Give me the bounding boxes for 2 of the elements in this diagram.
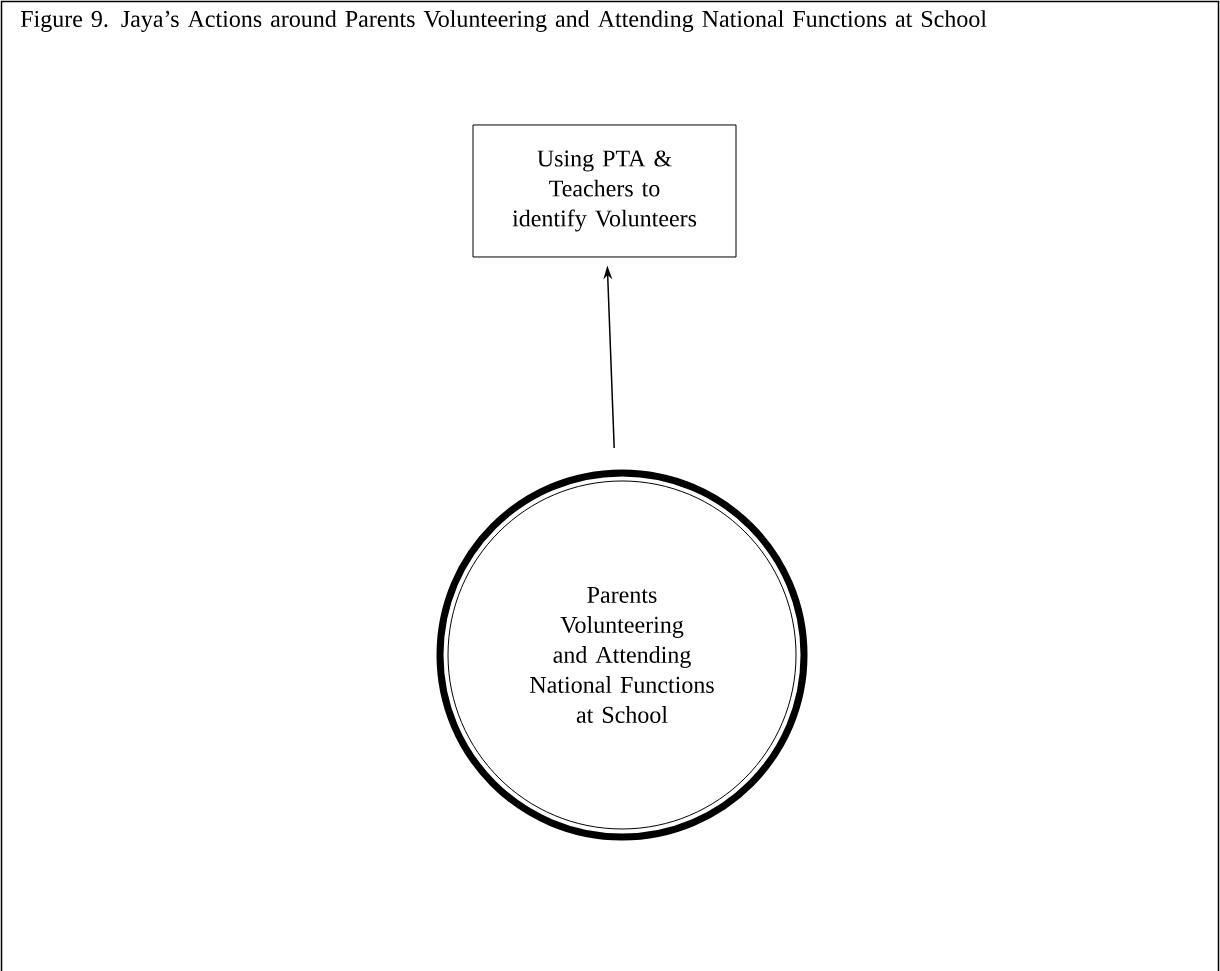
- figure-title: Figure 9. Jaya’s Actions around Parents Volunteering and Attending National Functions at School: [20, 10, 987, 32]
- process-box: Using PTA & Teachers to identify Volunteers: [472, 124, 737, 258]
